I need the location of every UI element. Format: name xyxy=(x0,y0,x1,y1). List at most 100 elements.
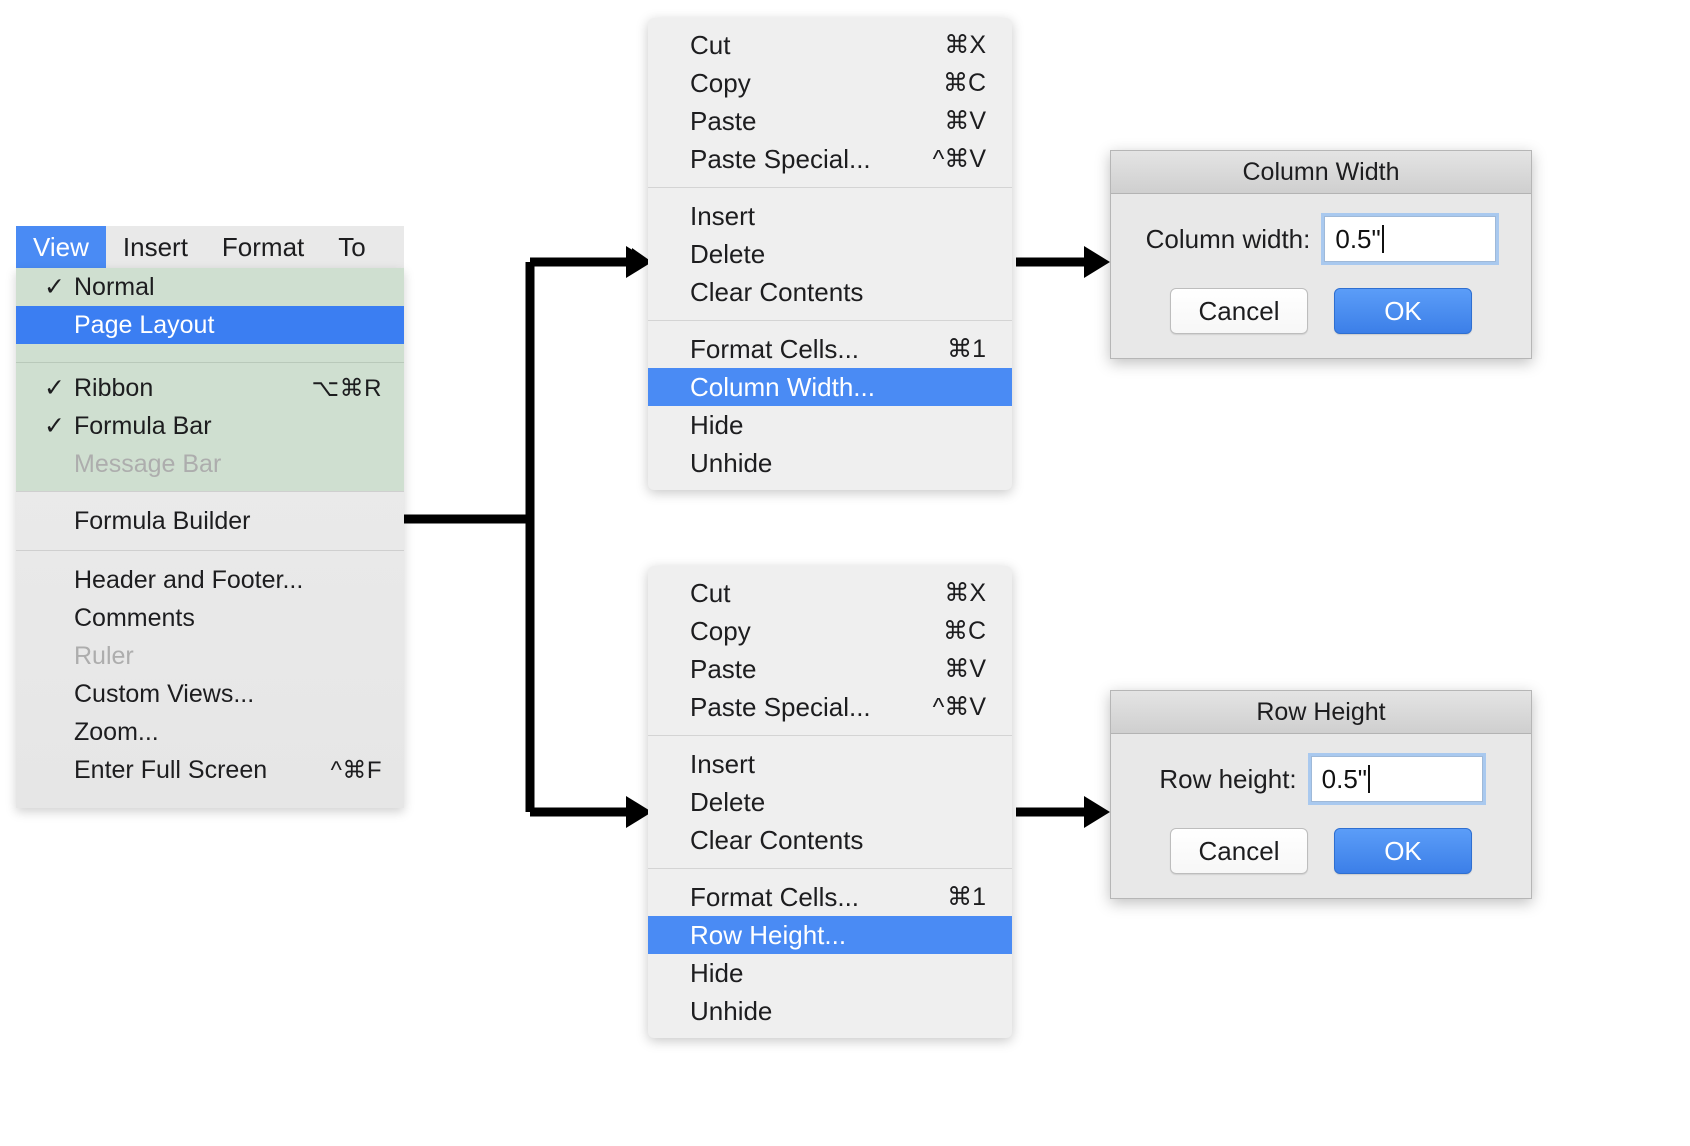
column-width-label: Column width: xyxy=(1145,223,1311,254)
menu-item-label: Comments xyxy=(74,603,195,632)
context-item-label: Format Cells... xyxy=(690,333,860,364)
context-item-copy[interactable]: Copy ⌘C xyxy=(648,64,1012,102)
checkmark-icon: ✓ xyxy=(44,273,65,301)
text-caret xyxy=(1368,765,1371,793)
menubar-item-view[interactable]: View xyxy=(16,226,106,268)
context-item-clear-contents[interactable]: Clear Contents xyxy=(648,821,1012,859)
context-separator xyxy=(648,735,1012,736)
menubar-item-insert[interactable]: Insert xyxy=(122,231,188,262)
context-item-label: Unhide xyxy=(690,995,773,1026)
ok-button[interactable]: OK xyxy=(1334,288,1472,334)
column-width-value: 0.5" xyxy=(1335,223,1381,254)
context-item-label: Cut xyxy=(690,29,731,60)
menu-item-enter-full-screen[interactable]: Enter Full Screen ^⌘F xyxy=(16,751,404,789)
context-item-insert[interactable]: Insert xyxy=(648,197,1012,235)
text-caret xyxy=(1381,225,1384,253)
context-item-label: Paste Special... xyxy=(690,143,871,174)
context-item-copy[interactable]: Copy ⌘C xyxy=(648,612,1012,650)
context-item-column-width[interactable]: Column Width... xyxy=(648,368,1012,406)
context-item-format-cells[interactable]: Format Cells... ⌘1 xyxy=(648,330,1012,368)
context-item-paste-special[interactable]: Paste Special... ^⌘V xyxy=(648,688,1012,726)
menu-separator xyxy=(16,550,404,551)
menu-item-comments[interactable]: Comments xyxy=(16,599,404,637)
context-item-shortcut: ⌘X xyxy=(944,31,986,59)
menu-item-label: Custom Views... xyxy=(74,679,255,708)
context-item-clear-contents[interactable]: Clear Contents xyxy=(648,273,1012,311)
checkmark-icon: ✓ xyxy=(44,412,65,440)
context-item-shortcut: ⌘X xyxy=(944,579,986,607)
context-item-label: Delete xyxy=(690,786,766,817)
menu-item-custom-views[interactable]: Custom Views... xyxy=(16,675,404,713)
menu-item-header-and-footer[interactable]: Header and Footer... xyxy=(16,561,404,599)
context-item-row-height[interactable]: Row Height... xyxy=(648,916,1012,954)
menu-item-formula-builder[interactable]: Formula Builder xyxy=(16,502,404,540)
context-item-label: Copy xyxy=(690,67,751,98)
column-width-dialog: Column Width Column width: 0.5" Cancel O… xyxy=(1110,150,1532,359)
context-item-delete[interactable]: Delete xyxy=(648,783,1012,821)
checkmark-icon: ✓ xyxy=(44,374,65,402)
context-item-label: Insert xyxy=(690,748,756,779)
menu-separator xyxy=(16,362,404,363)
context-item-shortcut: ⌘C xyxy=(942,617,986,645)
context-item-delete[interactable]: Delete xyxy=(648,235,1012,273)
context-item-shortcut: ⌘1 xyxy=(947,335,986,363)
menu-item-ribbon[interactable]: ✓ Ribbon ⌥⌘R xyxy=(16,369,404,407)
dialog-field-row: Row height: 0.5" xyxy=(1137,756,1505,802)
context-item-unhide[interactable]: Unhide xyxy=(648,992,1012,1030)
menu-item-label: Formula Bar xyxy=(74,411,212,440)
context-item-label: Delete xyxy=(690,238,766,269)
dialog-body: Column width: 0.5" Cancel OK xyxy=(1111,194,1531,358)
row-height-dialog: Row Height Row height: 0.5" Cancel OK xyxy=(1110,690,1532,899)
menu-item-label: Normal xyxy=(74,272,155,301)
menu-item-zoom[interactable]: Zoom... xyxy=(16,713,404,751)
menu-item-label: Enter Full Screen xyxy=(74,755,268,784)
ok-button[interactable]: OK xyxy=(1334,828,1472,874)
dialog-buttons: Cancel OK xyxy=(1137,828,1505,874)
context-item-label: Paste xyxy=(690,105,757,136)
context-item-unhide[interactable]: Unhide xyxy=(648,444,1012,482)
menu-item-label: Header and Footer... xyxy=(74,565,304,594)
context-item-insert[interactable]: Insert xyxy=(648,745,1012,783)
context-item-shortcut: ⌘1 xyxy=(947,883,986,911)
view-dropdown-menu: ✓ Normal Page Layout ✓ Ribbon ⌥⌘R ✓ Form… xyxy=(16,268,404,808)
column-width-input[interactable]: 0.5" xyxy=(1324,216,1497,262)
menu-item-ruler: Ruler xyxy=(16,637,404,675)
context-separator xyxy=(648,320,1012,321)
arrowhead-row-dialog-tip xyxy=(1084,796,1110,828)
context-item-label: Cut xyxy=(690,577,731,608)
context-item-label: Insert xyxy=(690,200,756,231)
menu-item-formula-bar[interactable]: ✓ Formula Bar xyxy=(16,407,404,445)
context-separator xyxy=(648,868,1012,869)
context-item-cut[interactable]: Cut ⌘X xyxy=(648,574,1012,612)
dialog-title: Column Width xyxy=(1111,151,1531,194)
menu-item-normal[interactable]: ✓ Normal xyxy=(16,268,404,306)
context-item-cut[interactable]: Cut ⌘X xyxy=(648,26,1012,64)
menu-item-message-bar: Message Bar xyxy=(16,445,404,483)
context-item-label: Copy xyxy=(690,615,751,646)
menubar-item-format[interactable]: Format xyxy=(221,231,305,262)
context-item-label: Column Width... xyxy=(690,371,875,402)
context-item-label: Unhide xyxy=(690,447,773,478)
dialog-body: Row height: 0.5" Cancel OK xyxy=(1111,734,1531,898)
menu-separator xyxy=(16,491,404,492)
context-item-paste-special[interactable]: Paste Special... ^⌘V xyxy=(648,140,1012,178)
row-height-input[interactable]: 0.5" xyxy=(1310,756,1483,802)
context-item-label: Clear Contents xyxy=(690,824,864,855)
cancel-button[interactable]: Cancel xyxy=(1170,288,1308,334)
menubar-item-tools[interactable]: To xyxy=(338,231,366,262)
context-item-label: Paste xyxy=(690,653,757,684)
context-item-hide[interactable]: Hide xyxy=(648,954,1012,992)
context-item-shortcut: ⌘C xyxy=(942,69,986,97)
menu-item-page-layout[interactable]: Page Layout xyxy=(16,306,404,344)
menu-item-label: Ribbon xyxy=(74,373,154,402)
row-height-label: Row height: xyxy=(1159,763,1297,794)
context-item-hide[interactable]: Hide xyxy=(648,406,1012,444)
menu-group-gap xyxy=(16,540,404,550)
menu-item-label: Ruler xyxy=(74,641,134,670)
context-item-format-cells[interactable]: Format Cells... ⌘1 xyxy=(648,878,1012,916)
context-item-paste[interactable]: Paste ⌘V xyxy=(648,102,1012,140)
cancel-button[interactable]: Cancel xyxy=(1170,828,1308,874)
context-menu-row: Cut ⌘X Copy ⌘C Paste ⌘V Paste Special...… xyxy=(648,566,1012,1038)
menu-item-shortcut: ^⌘F xyxy=(330,756,382,784)
context-item-paste[interactable]: Paste ⌘V xyxy=(648,650,1012,688)
